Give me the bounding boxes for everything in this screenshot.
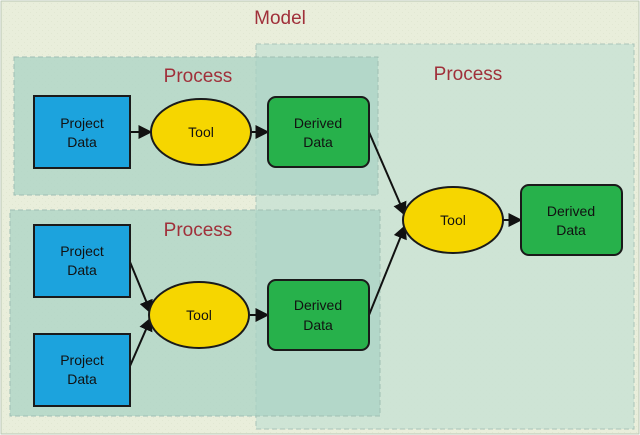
derived-data-box — [267, 279, 370, 351]
derived-data-label-line2: Data — [303, 317, 333, 333]
process-label-2: Process — [164, 220, 233, 241]
tool-label: Tool — [186, 307, 212, 323]
project-data-box — [33, 224, 131, 298]
process-label-1: Process — [164, 66, 233, 87]
tool-node-1[interactable]: Tool — [150, 98, 252, 166]
tool-node-3[interactable]: Tool — [402, 186, 504, 254]
tool-ellipse — [148, 281, 250, 349]
derived-data-label-line1: Derived — [294, 115, 342, 131]
connector-derived-data-2-to-tool-3[interactable] — [368, 224, 407, 316]
project-data-label-line2: Data — [67, 262, 97, 278]
model-title: Model — [254, 8, 306, 29]
derived-data-label-line2: Data — [556, 222, 586, 238]
tool-label: Tool — [188, 124, 214, 140]
connector-project-data-3-to-tool-2[interactable] — [129, 316, 153, 367]
derived-data-node-2[interactable]: Derived Data — [267, 279, 370, 351]
derived-data-box — [520, 184, 623, 256]
project-data-box — [33, 95, 131, 169]
project-data-node-3[interactable]: Project Data — [33, 333, 131, 407]
derived-data-label-line1: Derived — [294, 297, 342, 313]
tool-ellipse — [150, 98, 252, 166]
project-data-node-1[interactable]: Project Data — [33, 95, 131, 169]
derived-data-node-3[interactable]: Derived Data — [520, 184, 623, 256]
derived-data-node-1[interactable]: Derived Data — [267, 96, 370, 168]
project-data-label-line1: Project — [60, 243, 104, 259]
project-data-box — [33, 333, 131, 407]
project-data-node-2[interactable]: Project Data — [33, 224, 131, 298]
connector-derived-data-1-to-tool-3[interactable] — [368, 131, 407, 217]
project-data-label-line1: Project — [60, 352, 104, 368]
tool-node-2[interactable]: Tool — [148, 281, 250, 349]
derived-data-label-line2: Data — [303, 134, 333, 150]
derived-data-box — [267, 96, 370, 168]
connector-project-data-2-to-tool-2[interactable] — [129, 261, 153, 315]
tool-label: Tool — [440, 212, 466, 228]
process-label-3: Process — [434, 64, 503, 85]
derived-data-label-line1: Derived — [547, 203, 595, 219]
tool-ellipse — [402, 186, 504, 254]
project-data-label-line2: Data — [67, 371, 97, 387]
project-data-label-line1: Project — [60, 115, 104, 131]
project-data-label-line2: Data — [67, 134, 97, 150]
